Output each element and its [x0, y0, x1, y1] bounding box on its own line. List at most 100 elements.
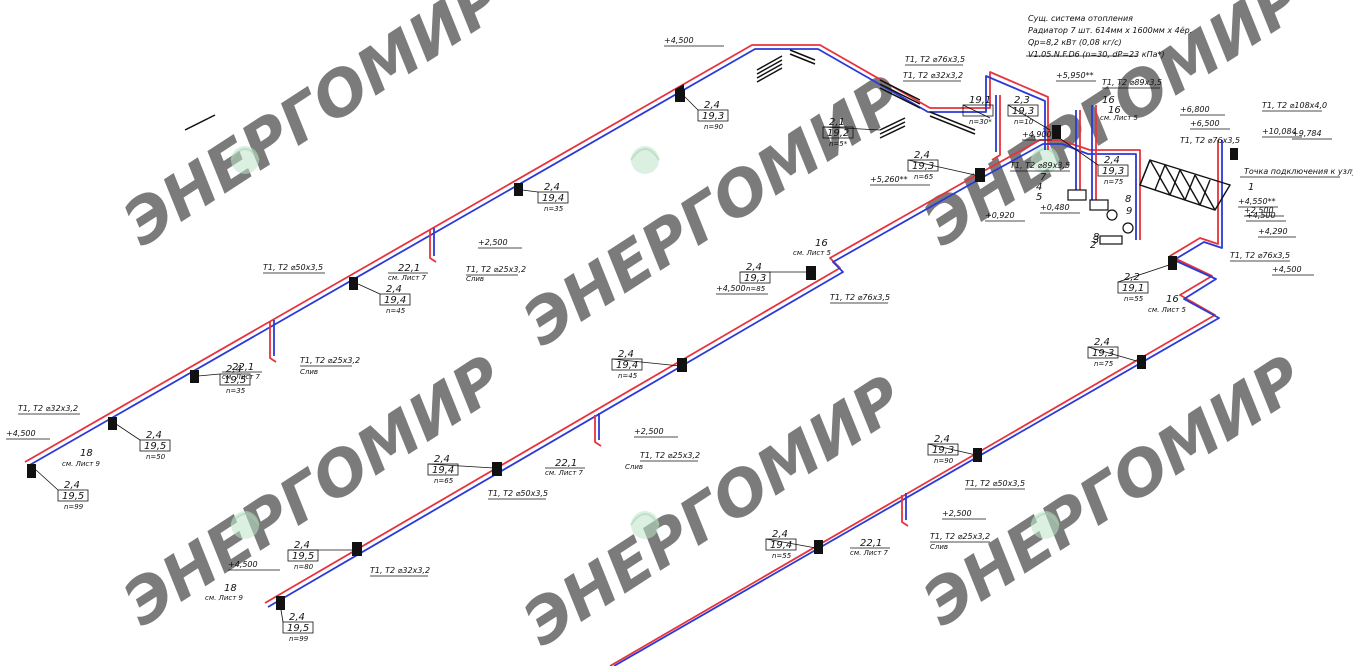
pipe-diameter-label: T1, T2 ⌀32х3,2: [903, 71, 963, 80]
leader-line: [962, 104, 991, 119]
watermark-logo-icon: [230, 145, 260, 175]
system-note-line: V1.05.N.F.D6 (n=30, dP=23 кПа*): [1028, 50, 1165, 59]
radiator-tag-power: 2,4: [1094, 337, 1110, 348]
pipe-diameter-label: T1, T2 ⌀76х3,5: [830, 293, 890, 302]
radiator-tag-box: [927, 443, 959, 456]
elevation-mark: +0,480: [1040, 203, 1070, 212]
system-note-line: Qр=8,2 кВт (0,08 кг/с): [1028, 38, 1122, 47]
elevation-mark: +4,500: [1246, 211, 1276, 220]
sheet-ref-label: см. Лист 7: [388, 274, 427, 282]
leader-line: [765, 538, 817, 549]
node-number: 16: [1108, 105, 1121, 116]
elevation-mark: +2,500: [1244, 206, 1274, 215]
radiator-tag-model: 19,3: [1012, 106, 1034, 117]
elevation-mark: +4,900: [1022, 130, 1052, 139]
supply-pipe-left-main: [24, 44, 1049, 463]
radiator-tag: 2,119,2n=5*: [822, 117, 881, 148]
radiator-tag-model: 19,4: [770, 540, 792, 551]
pipe-diameter-label: T1, T2 ⌀25х3,2: [930, 532, 990, 541]
elevation-mark: +9,784: [1292, 129, 1322, 138]
pipe-diameter-label: T1, T2 ⌀108х4,0: [1262, 101, 1327, 110]
radiator-tag-box: [1007, 104, 1039, 117]
radiator-tag-sections: n=65: [914, 173, 934, 181]
radiator-tag-power: 2,4: [618, 349, 634, 360]
radiator-tag-sections: n=35: [544, 205, 564, 213]
elevation-mark: +4,500: [6, 429, 36, 438]
node-number: 7: [1040, 172, 1047, 183]
radiator-icon: [190, 370, 199, 383]
radiator-tag: 2,219,1n=55: [1117, 263, 1173, 303]
node-number: 8: [1093, 232, 1099, 243]
pipe-diameter-label: T1, T2 ⌀76х3,5: [1180, 136, 1240, 145]
leader-line: [427, 463, 495, 469]
elevation-mark: +2,500: [634, 427, 664, 436]
radiator-tag-power: 19,1: [969, 95, 991, 106]
node-number: 16: [1102, 95, 1115, 106]
radiator-tag-box: [907, 159, 939, 172]
radiator-tag-box: [822, 126, 854, 139]
riser-tag: 22,1: [398, 263, 420, 274]
node-number: 3: [1093, 235, 1099, 246]
radiator-icon: [108, 417, 117, 430]
node-number: 1: [1248, 182, 1254, 193]
sheet-ref-label: см. Лист 9: [62, 460, 101, 468]
leader-line: [357, 283, 381, 295]
elevation-mark: +4,500: [716, 284, 746, 293]
radiator-tag-box: [1087, 346, 1119, 359]
sheet-ref-label: см. Лист 5: [1100, 114, 1139, 122]
radiator-icon: [352, 542, 362, 556]
radiator-tag: 2,319,3n=10: [1007, 95, 1051, 131]
radiator-icon: [1168, 256, 1177, 270]
watermark-logo-icon: [230, 510, 260, 540]
sheet-ref-label: см. Лист 5: [793, 249, 832, 257]
connection-point-label: Точка подключения к узлу учета: [1244, 167, 1353, 176]
radiator-tag-sections: n=10: [1014, 118, 1034, 126]
return-pipe-right: [613, 140, 1223, 666]
pipe-diameter-label: T1, T2 ⌀76х3,5: [905, 55, 965, 64]
radiator-icon: [1230, 148, 1238, 160]
radiator-icon: [1137, 355, 1146, 369]
pipe-diameter-label: T1, T2 ⌀25х3,2: [640, 451, 700, 460]
leader-line: [683, 95, 699, 111]
leader-line: [115, 423, 141, 441]
leader-line: [521, 189, 539, 193]
radiator-tag-model: 19,4: [432, 465, 454, 476]
node-number: 18: [224, 583, 237, 594]
radiator-tag-power: 2,4: [544, 182, 560, 193]
radiator-tag-sections: n=90: [934, 457, 954, 465]
radiator-tag-power: 2,1: [829, 117, 845, 128]
radiator-tag-sections: n=30*: [969, 118, 992, 126]
radiator-tag: 2,419,5n=35: [197, 364, 251, 395]
radiator-tag-model: 19,3: [1102, 166, 1124, 177]
radiator-tag-box: [379, 293, 411, 306]
radiator-tag: 2,419,4n=45: [357, 283, 411, 315]
sheet-ref-label: см. Лист 9: [205, 594, 244, 602]
radiator-tag-model: 19,5: [62, 491, 84, 502]
radiator-tag-model: 19,3: [932, 445, 954, 456]
pipe-diameter-label: T1, T2 ⌀50х3,5: [263, 263, 323, 272]
radiator-tag-power: 2,4: [294, 540, 310, 551]
radiator-tag-box: [537, 191, 569, 204]
radiator-icon: [349, 277, 358, 290]
radiator-tag-power: 2,4: [146, 430, 162, 441]
node-number: 9: [1126, 206, 1132, 217]
watermark-logo-icon: [630, 145, 660, 175]
riser-tag: 22,1: [232, 362, 254, 373]
radiator-tag-box: [139, 439, 171, 452]
leader-line: [822, 126, 881, 131]
radiator-tag-model: 19,2: [827, 128, 849, 139]
riser-tag: 22,1: [555, 458, 577, 469]
existing-radiator-bank: [184, 49, 976, 139]
radiator-tag-sections: n=65: [434, 477, 454, 485]
radiator-tag: 2,419,3n=75: [1087, 337, 1141, 368]
radiator-tag-model: 19,4: [616, 360, 638, 371]
node-number: 16: [815, 238, 828, 249]
radiator-icon: [975, 168, 985, 182]
radiator-tag: 19,1 n=30*: [962, 95, 994, 126]
radiator-tag-sections: n=45: [386, 307, 406, 315]
radiator-icon: [27, 464, 36, 478]
radiator-tag: 2,419,5n=50: [115, 423, 171, 461]
radiator-tag-box: [1117, 281, 1149, 294]
pipe-diameter-label: T1, T2 ⌀25х3,2: [466, 265, 526, 274]
radiator-tag-model: 19,4: [542, 193, 564, 204]
